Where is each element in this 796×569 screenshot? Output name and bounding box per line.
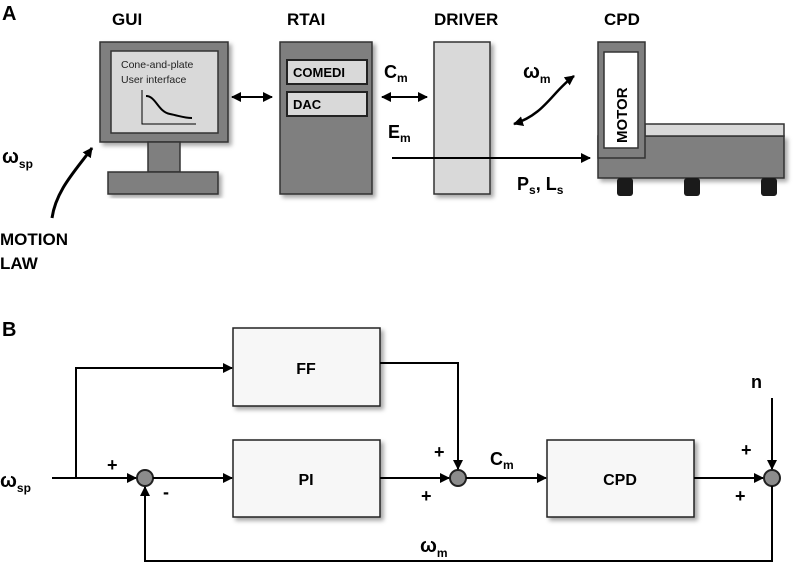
pi-label: PI — [298, 472, 313, 489]
ff-output-arrow — [380, 362, 463, 470]
wm-rotation-arrow — [513, 74, 575, 126]
sum1-plus-sign: + — [107, 455, 118, 475]
motion-law-line2: LAW — [0, 254, 39, 273]
ff-input-arrow — [75, 363, 233, 478]
cpd-device — [597, 41, 785, 196]
wm-label-a: ωm — [523, 61, 551, 86]
rtai-title: RTAI — [287, 10, 325, 29]
n-label: n — [751, 372, 762, 392]
cpd-title-a: CPD — [604, 10, 640, 29]
panel-b-label: B — [2, 319, 16, 341]
motion-law-line1: MOTION — [0, 230, 68, 249]
cm-label-a: Cm — [384, 62, 408, 85]
gui-screen-line2: User interface — [121, 74, 187, 86]
sum-junction-3 — [763, 469, 781, 487]
ps-ls-label: Ps, Ls — [517, 174, 564, 197]
gui-screen-line1: Cone-and-plate — [121, 59, 194, 71]
gui-screen-curve-icon — [141, 90, 196, 125]
comedi-label: COMEDI — [293, 65, 345, 80]
sum3-top-sign: + — [741, 440, 752, 460]
sum2-bottom-sign: + — [421, 486, 432, 506]
em-label: Em — [388, 122, 411, 145]
sum-junction-1 — [136, 469, 154, 487]
sum-junction-2 — [449, 469, 467, 487]
ff-label: FF — [296, 361, 316, 378]
panel-a-label: A — [2, 3, 16, 25]
wm-label-b: ωm — [420, 535, 448, 560]
sum1-minus-sign: - — [163, 482, 169, 502]
gui-monitor — [99, 41, 229, 195]
dac-box — [286, 91, 368, 117]
motor-label: MOTOR — [614, 87, 631, 143]
cm-label-b: Cm — [490, 449, 514, 472]
feedback-arrow — [140, 486, 773, 562]
ff-block — [232, 327, 381, 407]
sum3-bottom-sign: + — [735, 486, 746, 506]
wsp-label-a: ωsp — [2, 146, 33, 171]
pi-block — [232, 439, 381, 518]
cpd-label-b: CPD — [603, 472, 637, 489]
gui-title: GUI — [112, 10, 142, 29]
wsp-label-b: ωsp — [0, 470, 31, 495]
driver-title: DRIVER — [434, 10, 498, 29]
driver-box — [433, 41, 491, 195]
dac-label: DAC — [293, 97, 322, 112]
motion-law-arrow — [50, 147, 94, 219]
comedi-box — [286, 59, 368, 85]
sum2-top-sign: + — [434, 442, 445, 462]
